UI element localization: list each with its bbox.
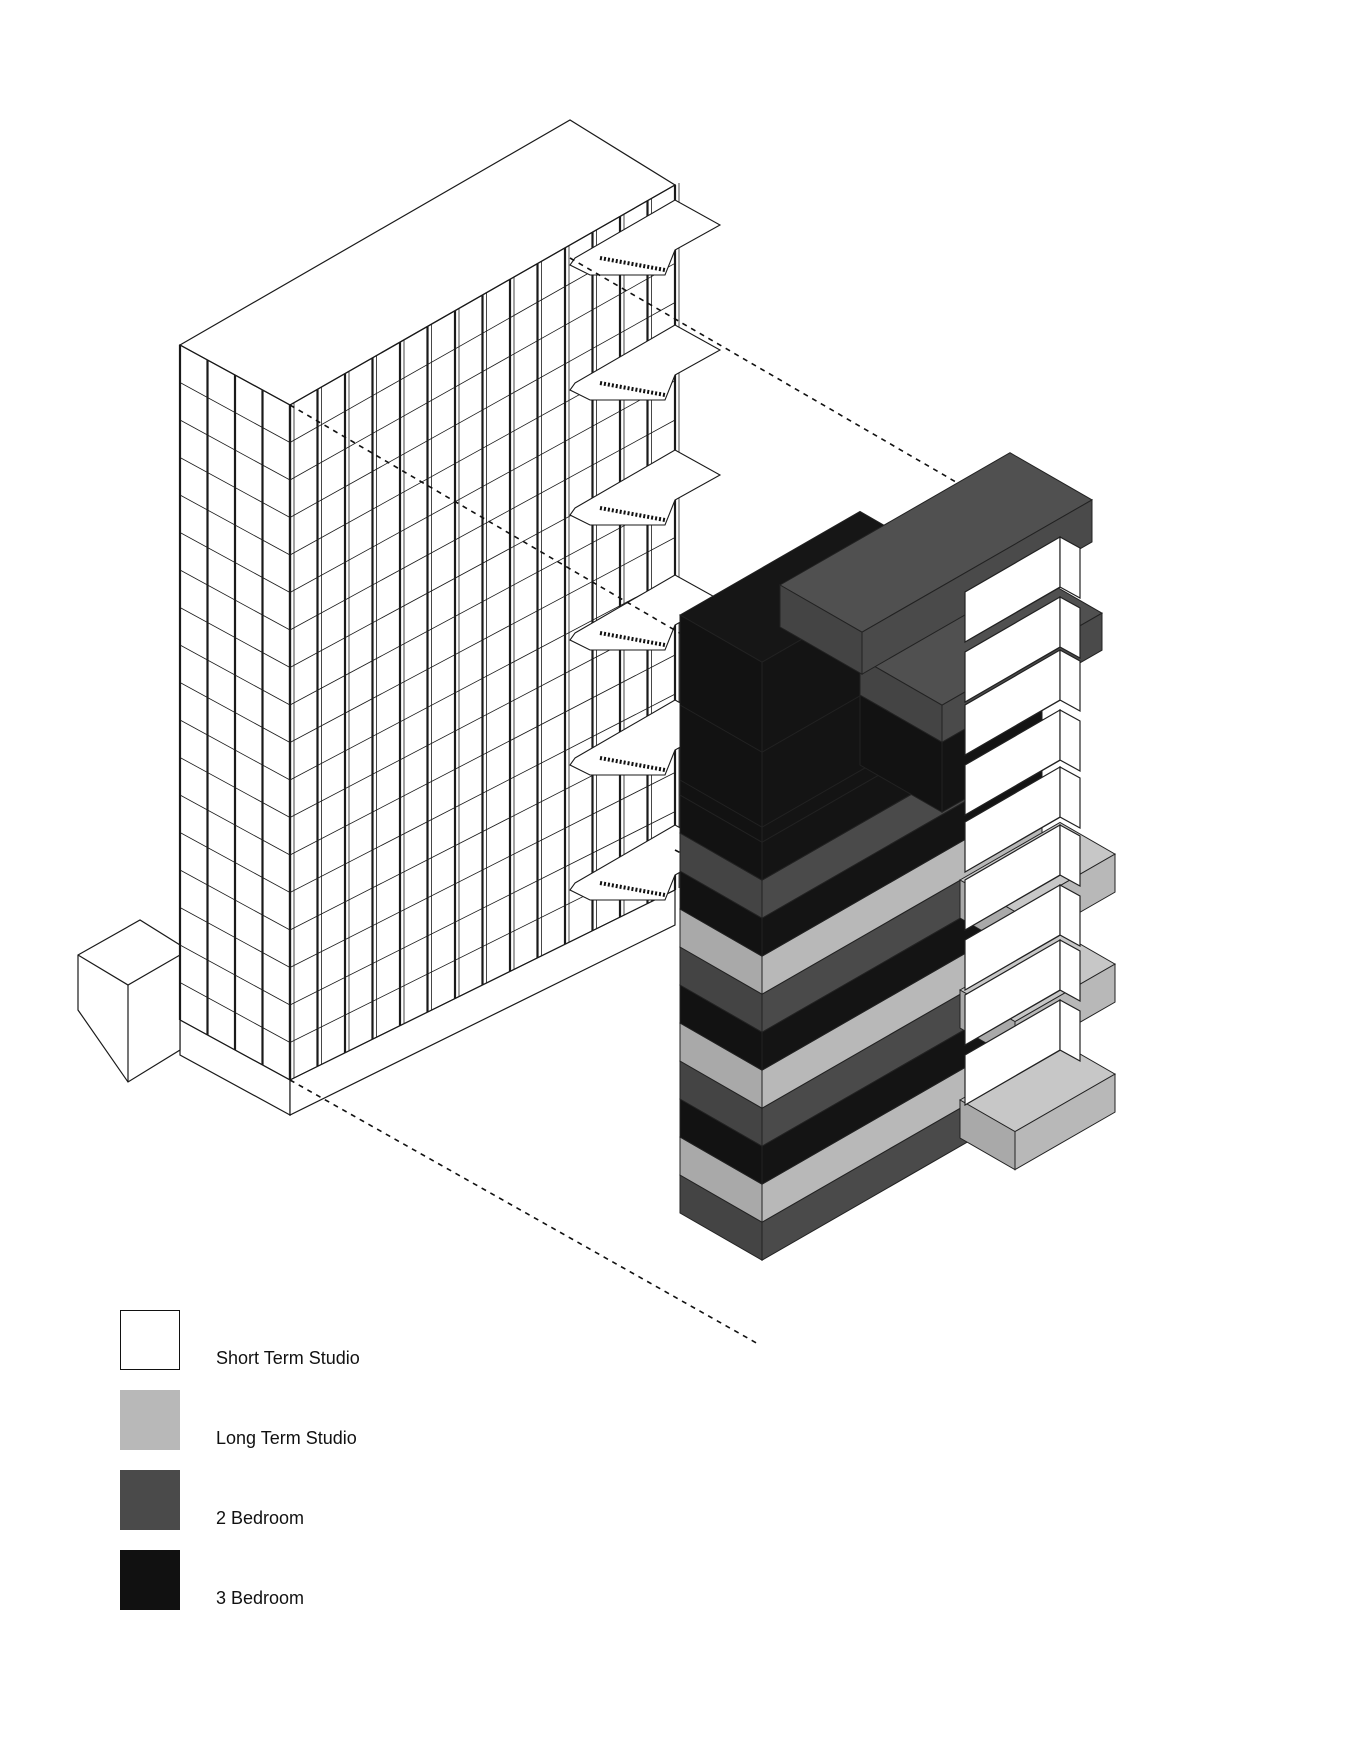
balcony [569, 449, 722, 526]
unit-short-term-studio [964, 938, 1081, 1047]
floor-line-side [179, 682, 291, 743]
floor-line-side [179, 382, 291, 443]
floor-line [289, 576, 676, 781]
floor-line [289, 419, 676, 631]
floor-line [289, 262, 676, 481]
balcony [569, 324, 722, 401]
floor-line-side [179, 419, 291, 481]
floor-line-side [179, 944, 291, 1006]
unit-short-term-studio [964, 595, 1081, 704]
floor-line-side [179, 794, 291, 856]
floor-line [289, 811, 676, 1006]
floor-line-side [179, 344, 291, 406]
floor-line-side [179, 869, 291, 931]
unit-short-term-studio [964, 883, 1081, 992]
legend-swatch [120, 1310, 180, 1370]
floor-line-side [179, 757, 291, 818]
floor-line [289, 889, 676, 1081]
floor-line [289, 693, 676, 893]
unit-long-term-studio [958, 1041, 1117, 1171]
balcony [569, 199, 722, 276]
floor-line [289, 772, 676, 968]
legend-swatch [120, 1470, 180, 1530]
floor-line-side [179, 1019, 291, 1081]
legend-swatch [120, 1550, 180, 1610]
unit-short-term-studio [964, 648, 1081, 757]
legend-item-two-bedroom: 2 Bedroom [120, 1470, 520, 1532]
floor-line [289, 184, 676, 406]
projection-line-top [569, 257, 1031, 526]
floor-line-side [179, 982, 291, 1043]
legend-label: Short Term Studio [216, 1348, 360, 1368]
floor-line-side [179, 607, 291, 668]
floor-line [289, 497, 676, 706]
floor-line-side [179, 494, 291, 556]
legend-label: 2 Bedroom [216, 1508, 305, 1528]
unit-short-term-studio [964, 535, 1081, 644]
floor-line-side [179, 907, 291, 968]
legend-item-long-term-studio: Long Term Studio [120, 1390, 520, 1452]
floor-line [289, 654, 676, 856]
legend-label: Long Term Studio [216, 1428, 357, 1448]
unit-short-term-studio [964, 823, 1081, 932]
floor-line-side [179, 719, 291, 781]
legend-item-three-bedroom: 3 Bedroom [120, 1550, 520, 1612]
legend-item-short-term-studio: Short Term Studio [120, 1310, 520, 1372]
floor-line [289, 302, 676, 518]
floor-line-side [179, 569, 291, 631]
floor-line [289, 380, 676, 593]
floor-line-side [179, 832, 291, 893]
unit-short-term-studio [964, 708, 1081, 817]
unit-stack [678, 452, 1117, 1262]
building-annex [77, 919, 181, 1083]
legend-label: 3 Bedroom [216, 1588, 305, 1608]
building-axonometric [77, 119, 722, 1117]
floor-line-side [179, 532, 291, 593]
legend-swatch [120, 1390, 180, 1450]
unit-short-term-studio [964, 998, 1081, 1107]
floor-line-side [179, 457, 291, 518]
floor-line-side [179, 644, 291, 706]
unit-short-term-studio [964, 765, 1081, 874]
floor-line [289, 537, 676, 743]
